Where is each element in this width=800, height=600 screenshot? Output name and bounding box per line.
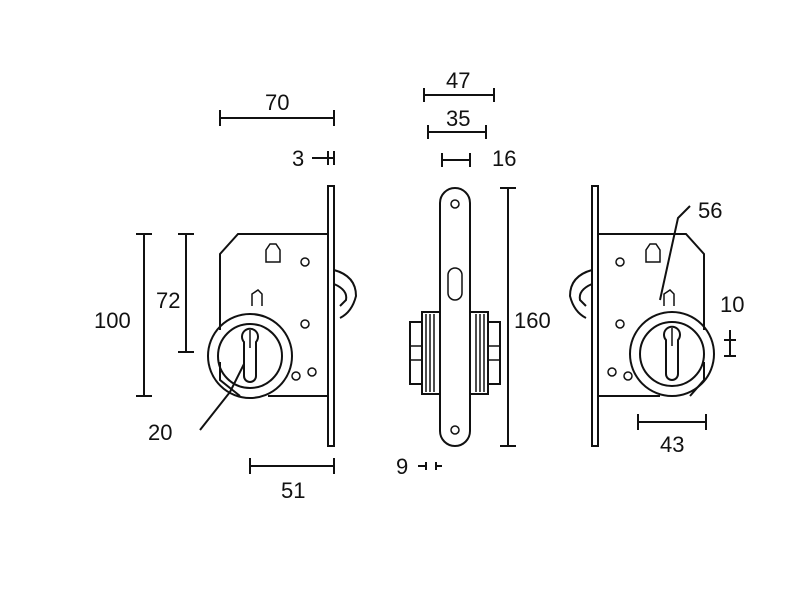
- dim-70-label: 70: [265, 90, 289, 115]
- left-dimensions: 70 3 100 72 20 51: [94, 90, 335, 503]
- middle-screw-top: [450, 199, 460, 209]
- dim-16-label: 16: [492, 146, 516, 171]
- middle-side-view: [409, 187, 501, 447]
- middle-left-cylinder-block: [409, 321, 423, 385]
- right-cylinder-rosette-inner: [639, 321, 705, 387]
- right-top-keyhole-icon: [645, 243, 661, 263]
- left-lock-view: [207, 185, 358, 447]
- left-faceplate: [327, 185, 335, 447]
- dim-35-label: 35: [446, 106, 470, 131]
- dim-10-label: 10: [720, 292, 744, 317]
- right-lock-view: [568, 185, 715, 447]
- left-pin: [251, 289, 263, 306]
- dim-47-label: 47: [446, 68, 470, 93]
- right-screw-hole: [615, 319, 625, 329]
- right-screw-hole: [607, 367, 617, 377]
- dim-51-label: 51: [281, 478, 305, 503]
- right-cylinder-rosette-outer: [629, 311, 715, 397]
- dim-9-label: 9: [396, 454, 408, 479]
- right-faceplate: [591, 185, 599, 447]
- right-dimensions: 56 10 43: [637, 198, 744, 457]
- dim-100-label: 100: [94, 308, 131, 333]
- left-screw-hole: [300, 319, 310, 329]
- middle-dimensions: 47 35 16 160 9: [396, 68, 551, 479]
- dim-43-label: 43: [660, 432, 684, 457]
- right-screw-hole: [615, 257, 625, 267]
- middle-faceplate: [439, 187, 471, 447]
- dim-20-label: 20: [148, 420, 172, 445]
- left-screw-hole: [291, 371, 301, 381]
- middle-bolt-slot: [447, 267, 463, 301]
- left-cylinder-rosette-inner: [217, 323, 283, 389]
- middle-right-cylinder-block: [487, 321, 501, 385]
- right-pin: [663, 289, 675, 306]
- right-screw-hole: [623, 371, 633, 381]
- right-hook-bolt: [568, 269, 593, 319]
- left-lock-case: [219, 233, 328, 397]
- left-hook-bolt: [333, 269, 358, 319]
- left-euro-cylinder-icon: [241, 327, 259, 383]
- dim-72-label: 72: [156, 288, 180, 313]
- dim-3-label: 3: [292, 146, 304, 171]
- right-euro-cylinder-icon: [663, 325, 681, 381]
- middle-screw-bottom: [450, 425, 460, 435]
- middle-left-cylinder-body: [421, 311, 441, 395]
- left-screw-hole: [300, 257, 310, 267]
- dim-160-label: 160: [514, 308, 551, 333]
- left-screw-hole: [307, 367, 317, 377]
- dim-56-label: 56: [698, 198, 722, 223]
- left-top-keyhole-icon: [265, 243, 281, 263]
- left-cylinder-rosette-outer: [207, 313, 293, 399]
- middle-right-cylinder-body: [469, 311, 489, 395]
